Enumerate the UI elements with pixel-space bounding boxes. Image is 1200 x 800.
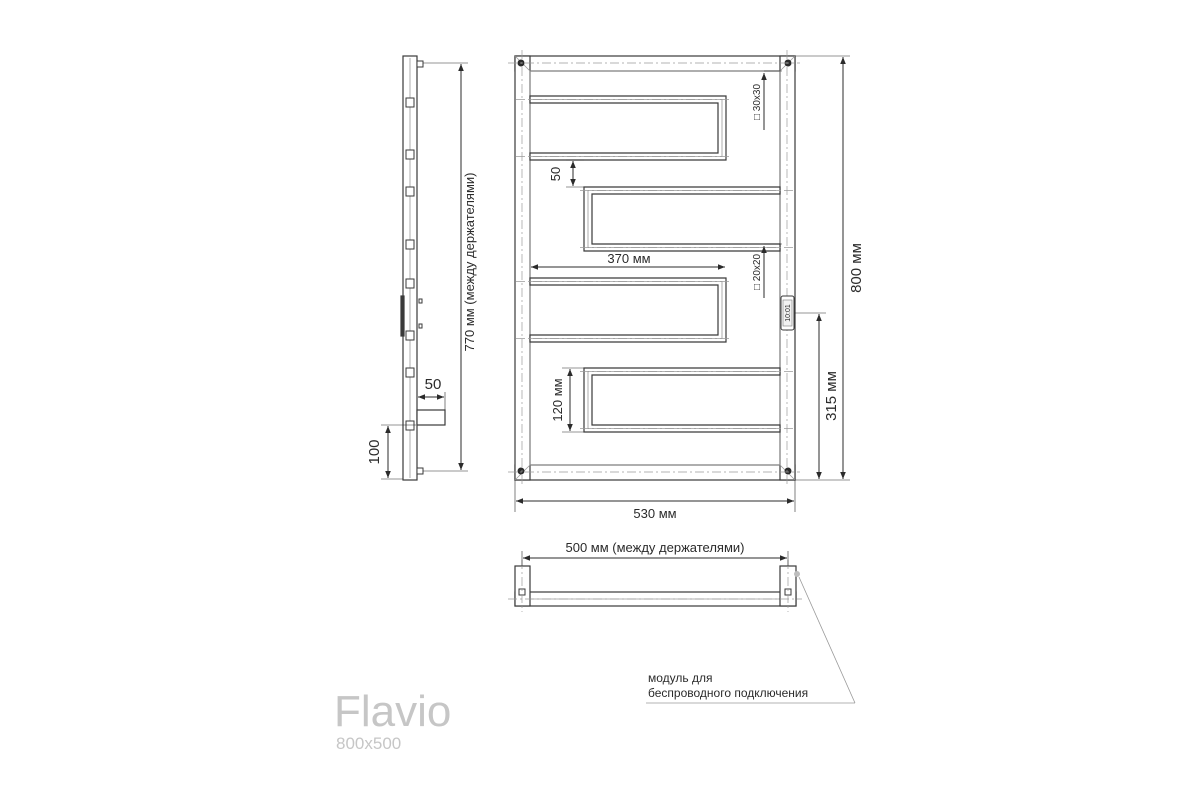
module-note-line2: беспроводного подключения xyxy=(648,686,808,700)
dim-side-offset: 50 xyxy=(425,376,442,393)
side-view-module xyxy=(400,295,405,337)
side-view: 770 мм (между держателями) 50 100 xyxy=(366,55,477,481)
dim-bar-length: 370 мм xyxy=(607,251,650,266)
top-view-left-holder xyxy=(514,565,531,607)
dim-bar-gap: 50 xyxy=(548,167,563,181)
brand-name: Flavio xyxy=(334,687,451,736)
module-note-line1: модуль для xyxy=(648,671,713,685)
dim-bar-height: 120 мм xyxy=(550,378,565,421)
brand-size: 800x500 xyxy=(336,734,401,753)
frame-left-rail xyxy=(514,55,531,481)
side-view-top-holder xyxy=(416,60,424,68)
side-view-bottom-holder xyxy=(416,467,424,475)
brand: Flavio 800x500 xyxy=(334,687,451,753)
frame-holder-bottom-left xyxy=(517,467,525,475)
frame-top-rail xyxy=(514,55,796,72)
module-note: модуль для беспроводного подключения xyxy=(646,571,856,704)
frame-right-rail xyxy=(779,55,796,481)
bar-loop-2 xyxy=(580,186,794,252)
frame-holder-bottom-right xyxy=(784,467,792,475)
front-view: 10:01 □ 30x30 □ 20x20 50 370 мм 120 мм 8… xyxy=(508,50,865,521)
dim-overall-height: 800 мм xyxy=(848,243,865,293)
dim-side-bottom: 100 xyxy=(366,439,383,464)
profile-main-label: □ 30x30 xyxy=(752,84,763,121)
module-display-label: 10:01 xyxy=(785,304,792,322)
bar-loop-3 xyxy=(516,277,730,343)
dim-module-height: 315 мм xyxy=(823,371,840,421)
side-view-bar-sections xyxy=(405,97,415,431)
dim-overall-width: 530 мм xyxy=(633,506,676,521)
top-view: 500 мм (между держателями) xyxy=(508,540,802,612)
bar-loop-4 xyxy=(580,367,794,433)
bar-loop-1 xyxy=(516,95,730,161)
side-view-bracket xyxy=(416,409,446,426)
wireless-module: 10:01 xyxy=(780,295,795,331)
profile-bar-label: □ 20x20 xyxy=(752,254,763,291)
frame-bottom-rail xyxy=(514,464,796,481)
dim-holder-spacing: 500 мм (между держателями) xyxy=(566,540,745,555)
dim-side-height: 770 мм (между держателями) xyxy=(462,173,477,352)
